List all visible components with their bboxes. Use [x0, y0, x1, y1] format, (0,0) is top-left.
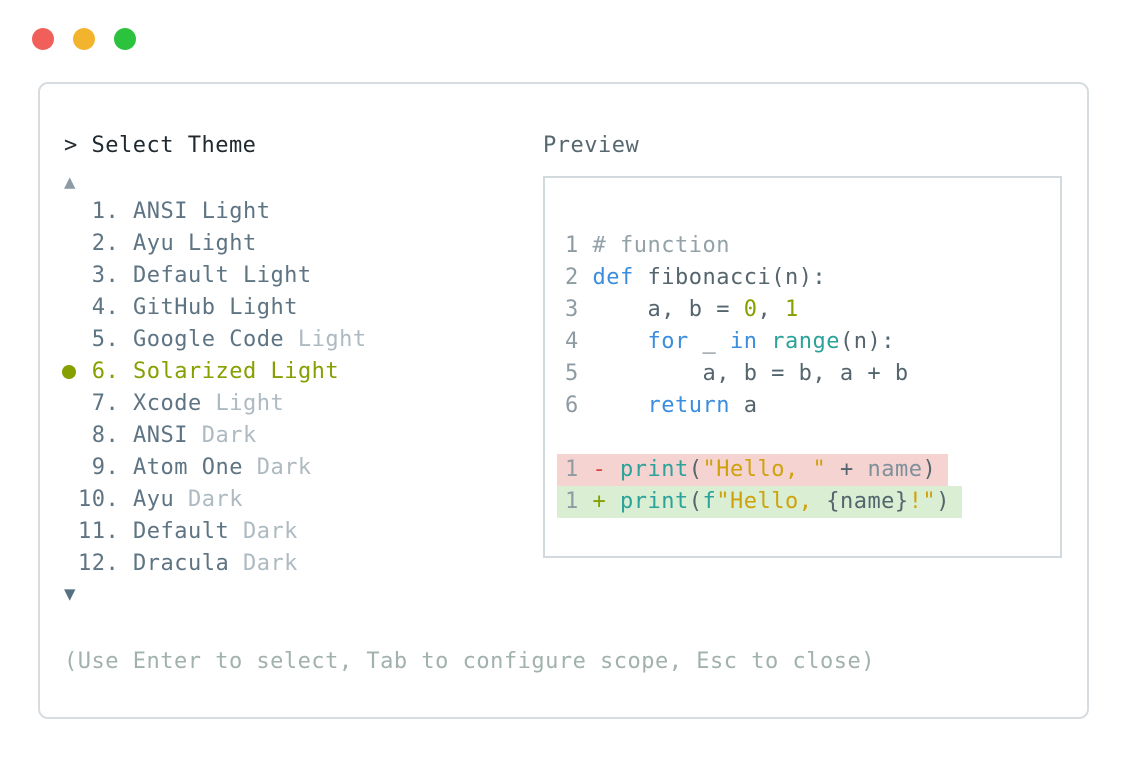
theme-list-item[interactable]: 3. Default Light [64, 260, 367, 292]
theme-item-label: 3. Default Light [78, 263, 312, 288]
line-number: 1 [565, 457, 593, 482]
theme-list-item[interactable]: 1. ANSI Light [64, 196, 367, 228]
scroll-down-icon[interactable]: ▼ [64, 583, 76, 605]
theme-item-label: 4. GitHub Light [78, 295, 298, 320]
theme-list-item[interactable]: 4. GitHub Light [64, 292, 367, 324]
theme-list-item[interactable]: 5. Google Code Light [64, 324, 367, 356]
marker-space [64, 260, 78, 292]
diff-line-added: 1 + print(f"Hello, {name}!") [557, 486, 962, 518]
code-line: 1 # function [565, 233, 730, 258]
theme-item-label: 9. Atom One Dark [78, 455, 312, 480]
code-line: 6 return a [565, 393, 758, 418]
preview-label: Preview [543, 133, 640, 158]
help-text: (Use Enter to select, Tab to configure s… [64, 649, 875, 674]
theme-item-label: 1. ANSI Light [78, 199, 271, 224]
line-number: 6 [565, 393, 593, 418]
minimize-button[interactable] [73, 28, 95, 50]
marker-space [64, 324, 78, 356]
select-theme-prompt: > Select Theme [64, 133, 257, 158]
code-line-blank [565, 422, 962, 454]
marker-space [64, 196, 78, 228]
theme-item-label: 2. Ayu Light [78, 231, 257, 256]
theme-list-item[interactable]: 12. Dracula Dark [64, 548, 367, 580]
marker-space [64, 228, 78, 260]
theme-list-item[interactable]: 8. ANSI Dark [64, 420, 367, 452]
code-line: 5 a, b = b, a + b [565, 361, 909, 386]
marker-space [64, 420, 78, 452]
diff-line-removed: 1 - print("Hello, " + name) [557, 454, 962, 486]
code-line: 2 def fibonacci(n): [565, 265, 827, 290]
theme-item-label: 5. Google Code Light [78, 327, 367, 352]
maximize-button[interactable] [114, 28, 136, 50]
line-number: 2 [565, 265, 593, 290]
selected-bullet-icon [62, 356, 78, 388]
theme-item-label: 8. ANSI Dark [78, 423, 257, 448]
code-line: 4 for _ in range(n): [565, 329, 895, 354]
theme-item-label: 7. Xcode Light [78, 391, 285, 416]
theme-list-item[interactable]: 6. Solarized Light [62, 356, 367, 388]
theme-list-item[interactable]: 11. Default Dark [64, 516, 367, 548]
scroll-up-icon[interactable]: ▲ [64, 171, 76, 193]
theme-list-item[interactable]: 9. Atom One Dark [64, 452, 367, 484]
theme-list-item[interactable]: 10. Ayu Dark [64, 484, 367, 516]
theme-item-label: 6. Solarized Light [78, 359, 340, 384]
code-line: 3 a, b = 0, 1 [565, 297, 799, 322]
close-button[interactable] [32, 28, 54, 50]
line-number: 5 [565, 361, 593, 386]
theme-item-label: 11. Default Dark [78, 519, 298, 544]
theme-item-label: 12. Dracula Dark [78, 551, 298, 576]
marker-space [64, 484, 78, 516]
marker-space [64, 548, 78, 580]
theme-selector-dialog: > Select Theme Preview ▲ 1. ANSI Light 2… [38, 82, 1089, 719]
marker-space [64, 388, 78, 420]
code-preview: 1 # function 2 def fibonacci(n): 3 a, b = … [557, 230, 962, 518]
theme-list-item[interactable]: 2. Ayu Light [64, 228, 367, 260]
line-number: 1 [565, 489, 593, 514]
marker-space [64, 516, 78, 548]
theme-list-item[interactable]: 7. Xcode Light [64, 388, 367, 420]
theme-item-label: 10. Ayu Dark [78, 487, 243, 512]
line-number: 1 [565, 233, 593, 258]
line-number: 3 [565, 297, 593, 322]
preview-pane: 1 # function 2 def fibonacci(n): 3 a, b = … [543, 176, 1062, 558]
marker-space [64, 292, 78, 324]
marker-space [64, 452, 78, 484]
line-number: 4 [565, 329, 593, 354]
theme-list: 1. ANSI Light 2. Ayu Light 3. Default Li… [62, 196, 367, 580]
traffic-lights [32, 28, 136, 50]
